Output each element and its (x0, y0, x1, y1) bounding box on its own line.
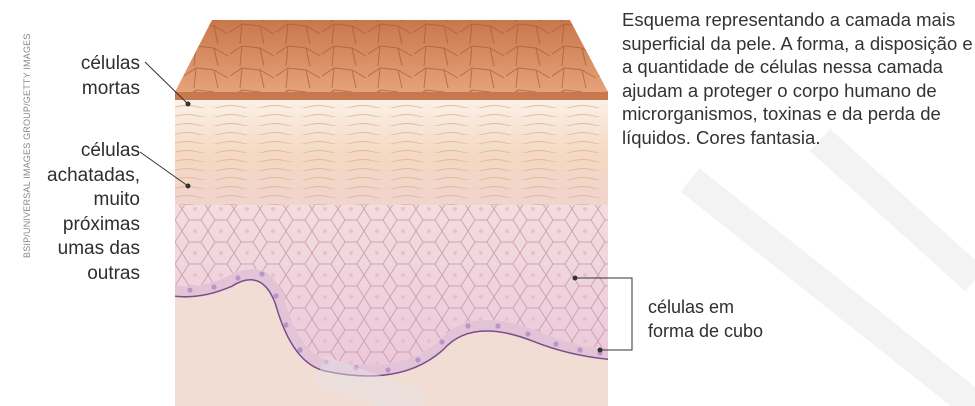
label-line: mortas (40, 77, 140, 102)
label-line: outras (20, 262, 140, 287)
label-line: muito (20, 188, 140, 213)
label-line: células em (648, 295, 763, 319)
label-line: próximas (20, 213, 140, 238)
label-dead-cells: células mortas (40, 52, 140, 101)
label-flat-cells: células achatadas, muito próximas umas d… (20, 139, 140, 286)
label-line: células (40, 52, 140, 77)
figure-caption: Esquema representando a camada mais supe… (622, 8, 975, 149)
label-line: umas das (20, 237, 140, 262)
label-line: forma de cubo (648, 319, 763, 343)
label-line: células (20, 139, 140, 164)
label-cube-cells: células em forma de cubo (648, 295, 763, 343)
label-line: achatadas, (20, 164, 140, 189)
watermark-stroke (690, 180, 975, 406)
